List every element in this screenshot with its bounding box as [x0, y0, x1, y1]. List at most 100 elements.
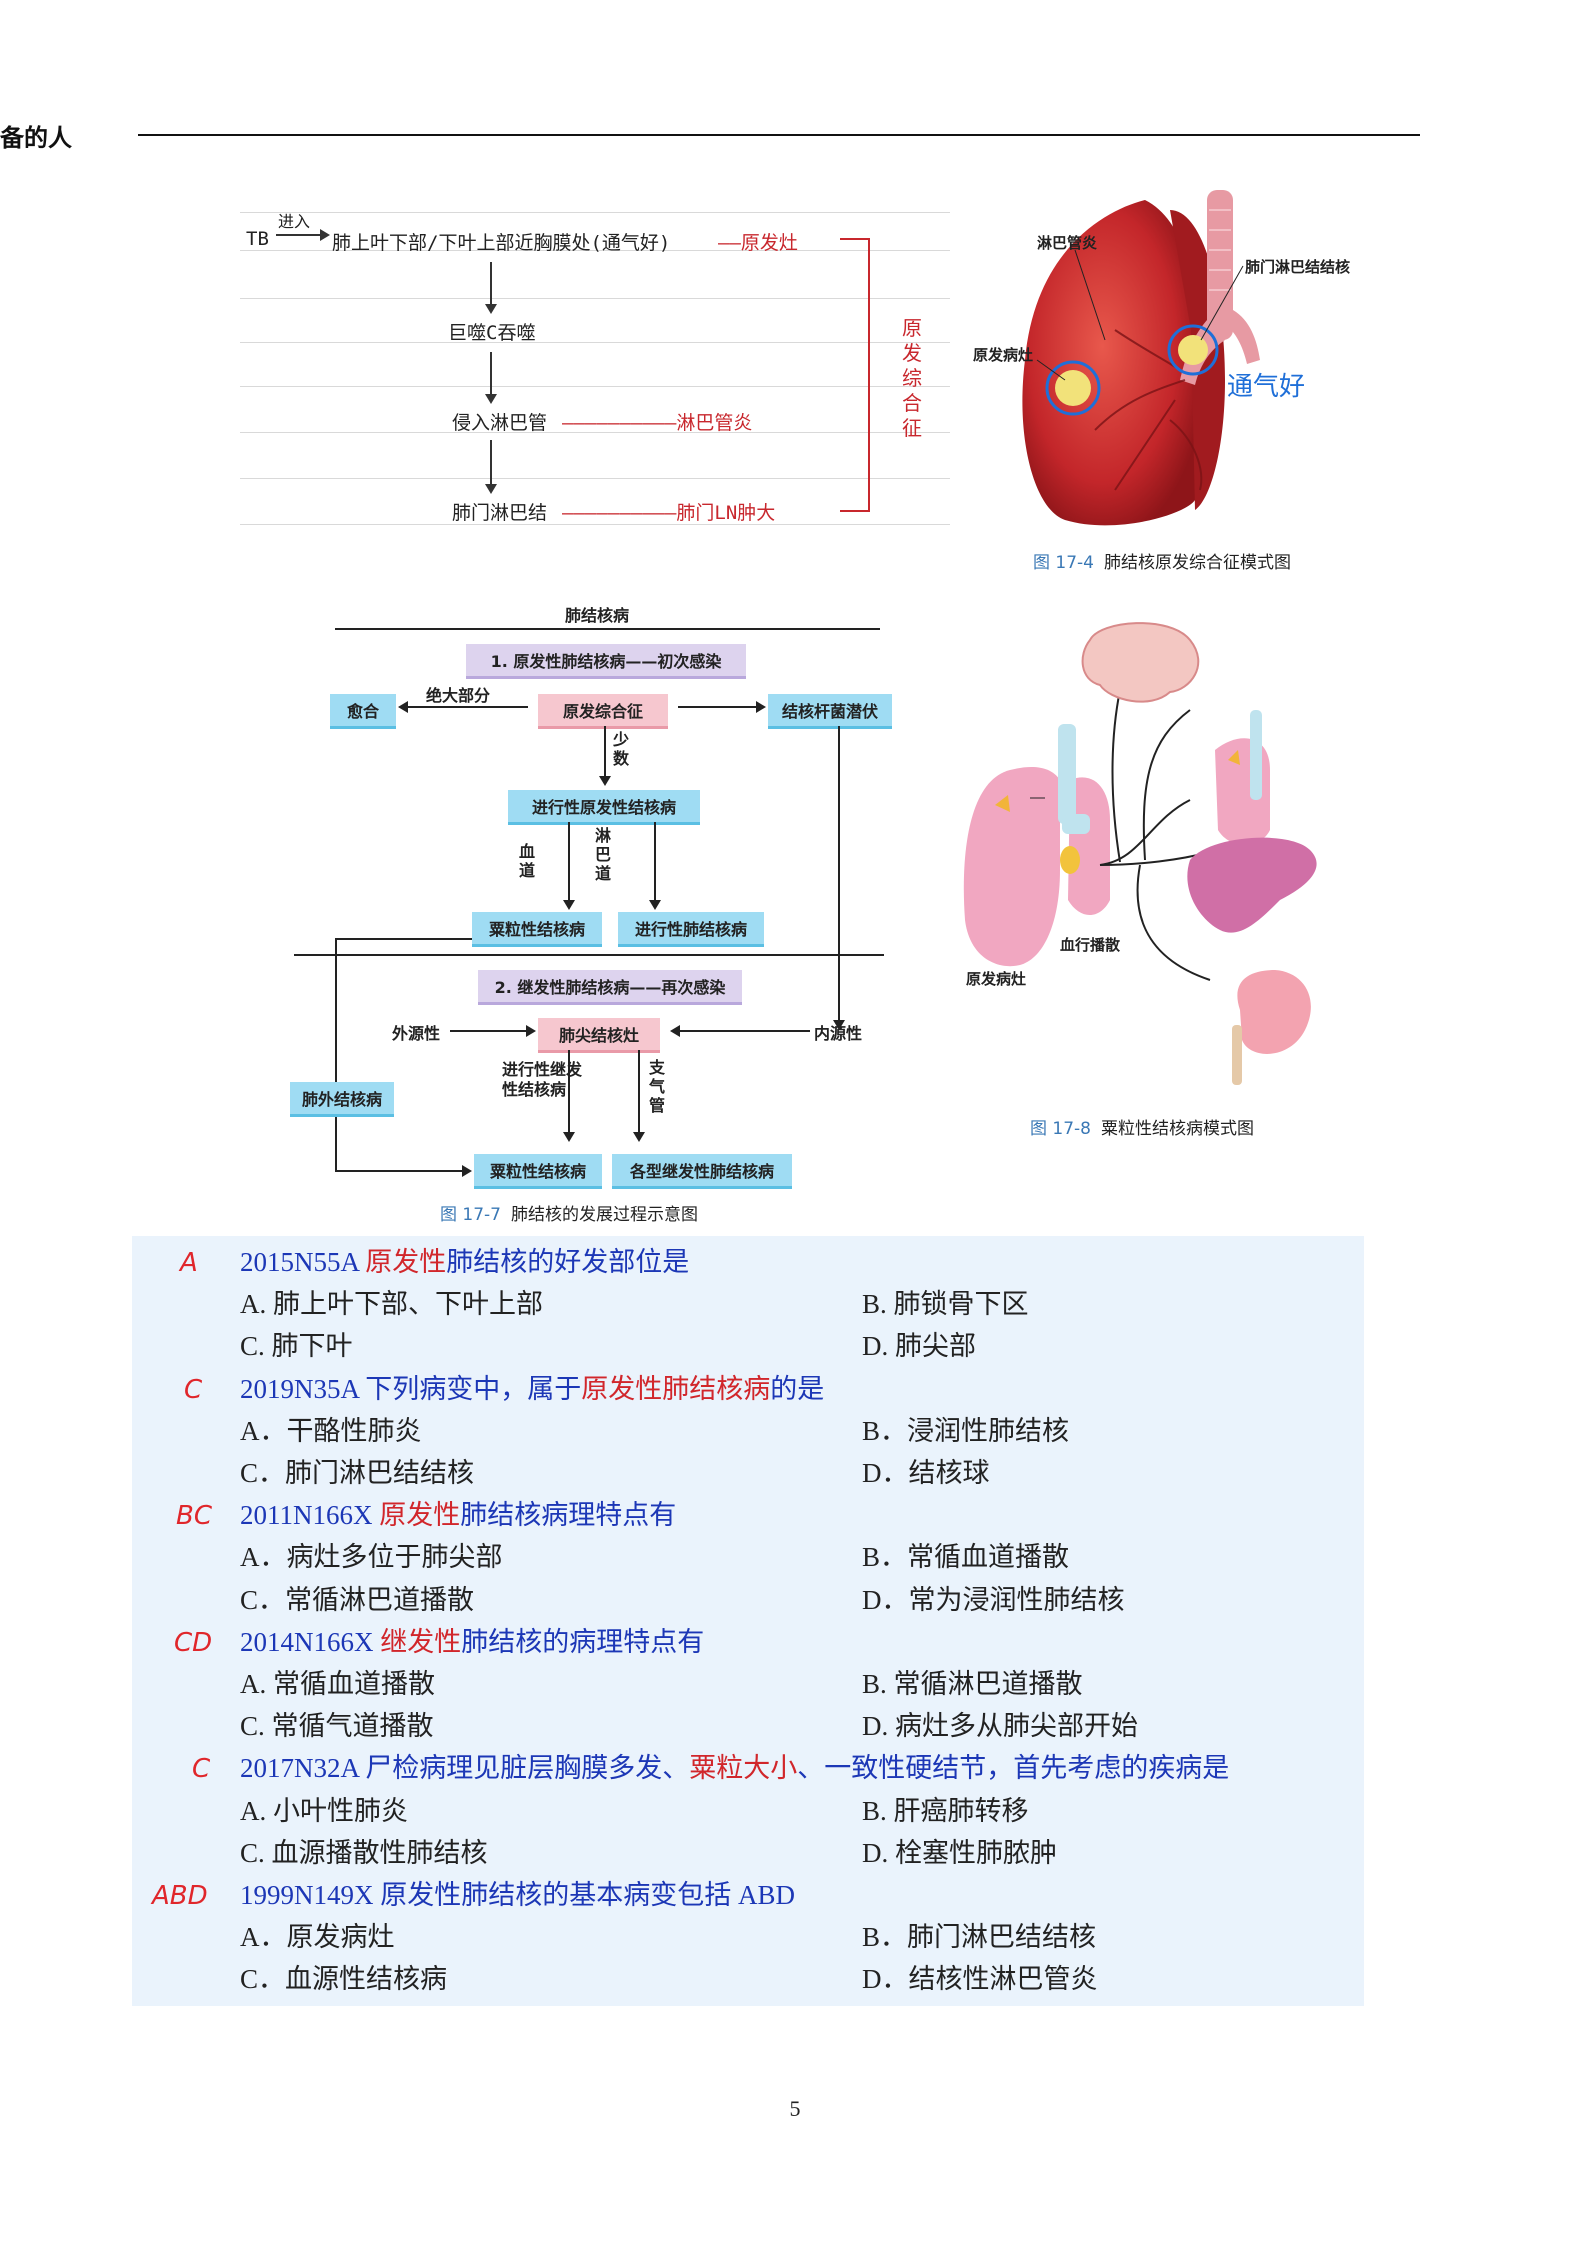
flow-arrow-head: [485, 394, 497, 404]
flow-connector: [406, 706, 528, 708]
flow-arrow: [649, 900, 661, 910]
option-a: A. 肺上叶下部、下叶上部: [240, 1289, 543, 1320]
option-d: D. 病灶多从肺尖部开始: [862, 1711, 1138, 1742]
flow-connector: [678, 706, 756, 708]
option-b: B. 肝癌肺转移: [862, 1795, 1029, 1826]
handwritten-answer: C: [192, 1754, 211, 1785]
flow-arrow: [462, 1165, 472, 1177]
question-stem: 1999N149X 原发性肺结核的基本病变包括 ABD: [240, 1873, 795, 1912]
flow-connector: [568, 822, 570, 902]
note-lymphangitis: ——————————淋巴管炎: [562, 412, 753, 434]
option-d: D. 肺尖部: [862, 1331, 976, 1362]
flow-endogenous: 内源性: [814, 1024, 863, 1043]
option-d: D．结核性淋巴管炎: [862, 1964, 1098, 1995]
option-d: D. 栓塞性肺脓肿: [862, 1837, 1057, 1868]
question-stem: 2011N166X 原发性肺结核病理特点有: [240, 1493, 676, 1532]
flow-arrow: [526, 1025, 536, 1037]
question-red: 原发性: [379, 1500, 461, 1531]
question-stem: 2019N35A 下列病变中，属于原发性肺结核病的是: [240, 1367, 824, 1406]
note-line: [240, 524, 950, 525]
option-c: C. 血源播散性肺结核: [240, 1837, 488, 1868]
option-a: A．病灶多位于肺尖部: [240, 1542, 503, 1573]
option-b: B．肺门淋巴结结核: [862, 1922, 1097, 1953]
fig8-caption-text: 粟粒性结核病模式图: [1101, 1119, 1254, 1139]
flow-sec2: 2. 继发性肺结核病——再次感染: [478, 970, 742, 1005]
flow-exogenous: 外源性: [392, 1024, 441, 1043]
question-red: 粟粒大小: [689, 1753, 798, 1784]
flow-arrow-head: [485, 304, 497, 314]
note-primary-focus: ——原发灶: [718, 232, 798, 254]
flow-connector: [568, 1050, 570, 1134]
option-c: C．血源性结核病: [240, 1964, 448, 1995]
page-number: 5: [789, 2096, 801, 2121]
enter-arrow-line: [276, 234, 322, 236]
flow-miliary2: 粟粒性结核病: [474, 1154, 602, 1189]
flow-few: 少数: [612, 730, 629, 768]
note-line: [240, 478, 950, 479]
note-line: [240, 432, 950, 433]
question-pre: 尸检病理见脏层胸膜多发、: [358, 1753, 690, 1784]
lung-illustration: [1022, 190, 1260, 526]
note-line: [240, 298, 950, 299]
note-ln-swelling: ——————————肺门LN肿大: [562, 502, 776, 524]
flow-extrapulmonary: 肺外结核病: [290, 1082, 394, 1117]
flow-primary-complex: 原发综合征: [538, 694, 668, 729]
flow-arrow-line: [490, 262, 492, 306]
option-a: A．干酪性肺炎: [240, 1415, 422, 1446]
option-b: B．常循血道播散: [862, 1542, 1070, 1573]
question-stem: 2015N55A 原发性肺结核的好发部位是: [240, 1240, 689, 1279]
fig4-label-primary: 原发病灶: [973, 346, 1034, 364]
flow-arrow-line: [490, 352, 492, 396]
flow-connector: [335, 938, 337, 1170]
question-post: 、一致性硬结节，首先考虑的疾病是: [797, 1753, 1230, 1784]
option-c: C. 肺下叶: [240, 1331, 353, 1362]
fig8-caption: 图 17-8 粟粒性结核病模式图: [1030, 1114, 1254, 1139]
question-red: 原发性肺结核病: [581, 1373, 771, 1404]
flow-connector: [450, 1030, 528, 1032]
fig8-caption-num: 图 17-8: [1030, 1119, 1091, 1139]
header-rule: [138, 134, 1420, 136]
flow-connector: [335, 938, 472, 940]
handwritten-answer: CD: [174, 1627, 213, 1658]
option-d: D．结核球: [862, 1458, 990, 1488]
flow-progressive-lung: 进行性肺结核病: [618, 912, 764, 947]
flow-progressive-primary: 进行性原发性结核病: [508, 790, 700, 825]
question-code: 2015N55A: [240, 1247, 359, 1277]
flow-blood: 血道: [518, 842, 535, 880]
flow-arrow: [633, 1132, 645, 1142]
fig4-caption-text: 肺结核原发综合征模式图: [1104, 553, 1291, 573]
fig4-caption-num: 图 17-4: [1033, 553, 1094, 573]
fig4-caption: 图 17-4 肺结核原发综合征模式图: [1033, 548, 1291, 573]
figure-tb-development-flowchart: 肺结核病 1. 原发性肺结核病——初次感染 愈合 绝大部分 原发综合征 结核杆菌…: [290, 594, 910, 1234]
flow-connector: [638, 1050, 640, 1134]
flow-arrow: [670, 1025, 680, 1037]
option-a: A. 小叶性肺炎: [240, 1795, 408, 1826]
note-enter: 进入: [278, 212, 311, 231]
handwritten-notes: TB 进入 肺上叶下部/下叶上部近胸膜处(通气好) ——原发灶 巨噬C吞噬 侵入…: [240, 206, 955, 536]
handwritten-answer: ABD: [152, 1881, 208, 1911]
question-code: 2014N166X: [240, 1626, 374, 1657]
flow-arrow: [833, 1020, 845, 1030]
question-red: 继发性: [380, 1626, 462, 1657]
flow-arrow-head: [485, 484, 497, 494]
question-code: 2017N32A: [240, 1753, 359, 1784]
note-syndrome: 原发综合征: [902, 316, 922, 440]
flow-bronchus: 支气管: [648, 1058, 665, 1115]
enter-arrow-head: [320, 229, 330, 241]
option-c: C．常循淋巴道播散: [240, 1584, 475, 1615]
fig4-label-lymphangitis: 淋巴管炎: [1037, 234, 1098, 252]
flow-connector: [838, 726, 840, 1022]
flow-arrow: [599, 776, 611, 786]
flow-arrow: [756, 701, 766, 713]
flow-connector: [604, 726, 606, 778]
question-code: 2011N166X: [240, 1500, 373, 1531]
note-step3: 侵入淋巴管: [452, 412, 548, 434]
question-post: 的是: [770, 1373, 825, 1404]
note-line: [240, 250, 950, 251]
miliary-illustration: [963, 622, 1317, 1085]
flow-lymph: 淋巴道: [594, 826, 611, 883]
flow-sec1: 1. 原发性肺结核病——初次感染: [466, 644, 746, 679]
